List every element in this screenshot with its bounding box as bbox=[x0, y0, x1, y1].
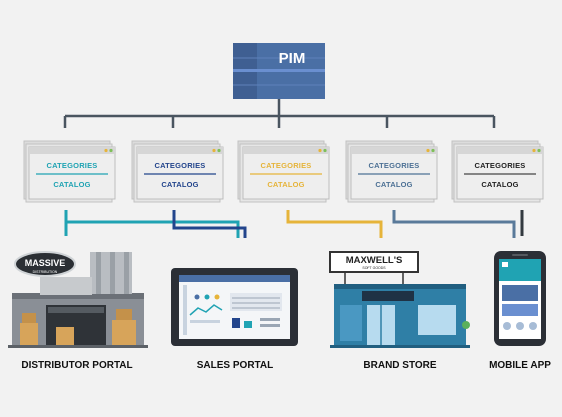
distributor-portal-label: DISTRIBUTOR PORTAL bbox=[21, 360, 132, 371]
card-catalog-label: CATALOG bbox=[267, 180, 304, 189]
catalog-card-2: CATEGORIES CATALOG bbox=[131, 140, 224, 203]
distributor-logo-text: MASSIVE bbox=[25, 258, 66, 268]
tablet-dashboard-icon bbox=[171, 268, 298, 346]
catalog-card-5: CATEGORIES CATALOG bbox=[451, 140, 544, 203]
catalog-card-3: CATEGORIES CATALOG bbox=[237, 140, 330, 203]
distributor-logo-subtext: DISTRIBUTION bbox=[33, 270, 58, 274]
card-categories-label: CATEGORIES bbox=[474, 161, 525, 170]
pim-block: PIM bbox=[233, 43, 325, 99]
warehouse-icon: MASSIVE DISTRIBUTION bbox=[8, 251, 148, 348]
storefront-icon: MAXWELL'S SOFT GOODS bbox=[329, 251, 470, 348]
navy-connector bbox=[172, 210, 247, 238]
steel-connector bbox=[392, 210, 516, 238]
card-categories-label: CATEGORIES bbox=[46, 161, 97, 170]
catalog-card-1: CATEGORIES CATALOG bbox=[23, 140, 116, 203]
card-catalog-label: CATALOG bbox=[375, 180, 412, 189]
pim-label: PIM bbox=[279, 50, 306, 67]
smartphone-icon bbox=[494, 251, 546, 346]
card-catalog-label: CATALOG bbox=[481, 180, 518, 189]
card-catalog-label: CATALOG bbox=[161, 180, 198, 189]
channel-connectors bbox=[64, 210, 524, 238]
brand-store-label: BRAND STORE bbox=[363, 360, 436, 371]
store-sign-subtext: SOFT GOODS bbox=[362, 266, 386, 270]
mobile-app-label: MOBILE APP bbox=[489, 360, 551, 371]
card-categories-label: CATEGORIES bbox=[154, 161, 205, 170]
store-sign-text: MAXWELL'S bbox=[346, 255, 403, 266]
card-categories-label: CATEGORIES bbox=[368, 161, 419, 170]
card-categories-label: CATEGORIES bbox=[260, 161, 311, 170]
card-catalog-label: CATALOG bbox=[53, 180, 90, 189]
teal-connector bbox=[64, 210, 240, 238]
catalog-card-4: CATEGORIES CATALOG bbox=[345, 140, 438, 203]
yellow-connector bbox=[286, 210, 383, 238]
hierarchy-connector bbox=[63, 99, 496, 128]
sales-portal-label: SALES PORTAL bbox=[197, 360, 273, 371]
